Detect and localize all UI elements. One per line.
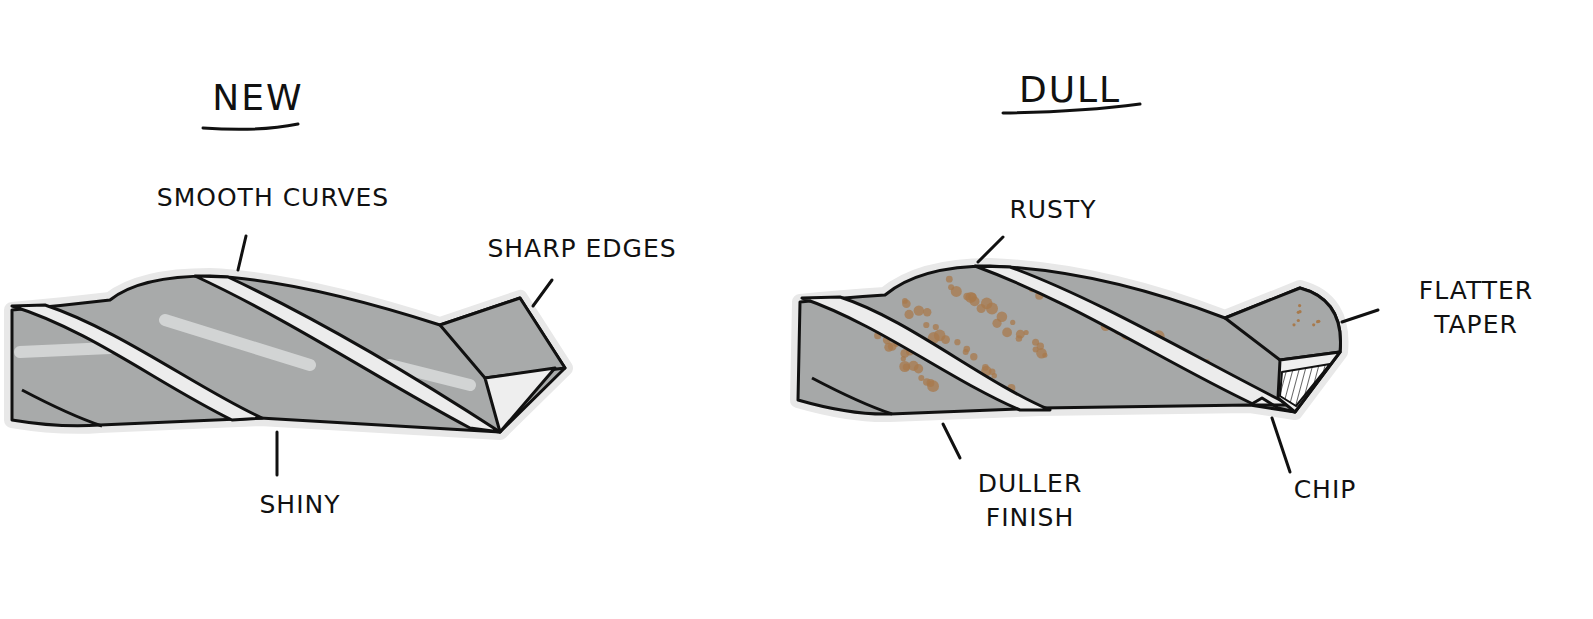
callout-label: SMOOTH CURVES — [157, 181, 389, 215]
rust-spot — [997, 311, 1008, 322]
rust-spot — [1016, 330, 1025, 339]
rust-spot — [923, 322, 929, 328]
rust-spot — [963, 293, 971, 301]
rust-spot — [933, 324, 939, 330]
rust-spot — [905, 310, 914, 319]
rust-spot — [1298, 304, 1301, 307]
rust-spot — [977, 304, 986, 313]
rust-spot — [970, 353, 977, 360]
callout-label: SHARP EDGES — [487, 232, 676, 266]
rust-spot — [1297, 319, 1300, 322]
heading-underline — [203, 124, 298, 129]
rust-spot — [1298, 310, 1301, 313]
rust-spot — [1036, 348, 1047, 359]
rust-spot — [963, 349, 969, 355]
callout-label: DULLER FINISH — [945, 467, 1115, 535]
callout-label: RUSTY — [1009, 193, 1096, 227]
rust-spot — [946, 276, 953, 283]
rust-spot — [914, 305, 924, 315]
callout-label: FLATTER TAPER — [1386, 274, 1566, 342]
rust-spot — [954, 339, 960, 345]
rust-spot — [1002, 328, 1012, 338]
rust-spot — [970, 297, 980, 307]
rust-spot — [914, 364, 923, 373]
rust-spot — [1010, 320, 1015, 325]
rust-spot — [941, 335, 950, 344]
callout-label: CHIP — [1294, 473, 1357, 507]
rust-spot — [986, 303, 998, 315]
rust-spot — [1312, 323, 1315, 326]
callout-label: SHINY — [259, 488, 340, 522]
dull-drill-bit — [798, 266, 1341, 414]
heading: NEW — [212, 81, 303, 115]
rust-spot — [1317, 320, 1320, 323]
heading: DULL — [1019, 73, 1121, 107]
rust-spot — [927, 380, 939, 392]
rust-spot — [902, 299, 911, 308]
rust-spot — [1042, 353, 1047, 358]
rust-spot — [901, 356, 906, 361]
leader-lines — [238, 236, 1378, 475]
rust-spot — [923, 308, 931, 316]
rust-spot — [992, 373, 997, 378]
rust-spot — [951, 286, 962, 297]
rust-spot — [918, 375, 924, 381]
new-drill-bit — [12, 276, 565, 432]
rust-spot — [1292, 323, 1295, 326]
